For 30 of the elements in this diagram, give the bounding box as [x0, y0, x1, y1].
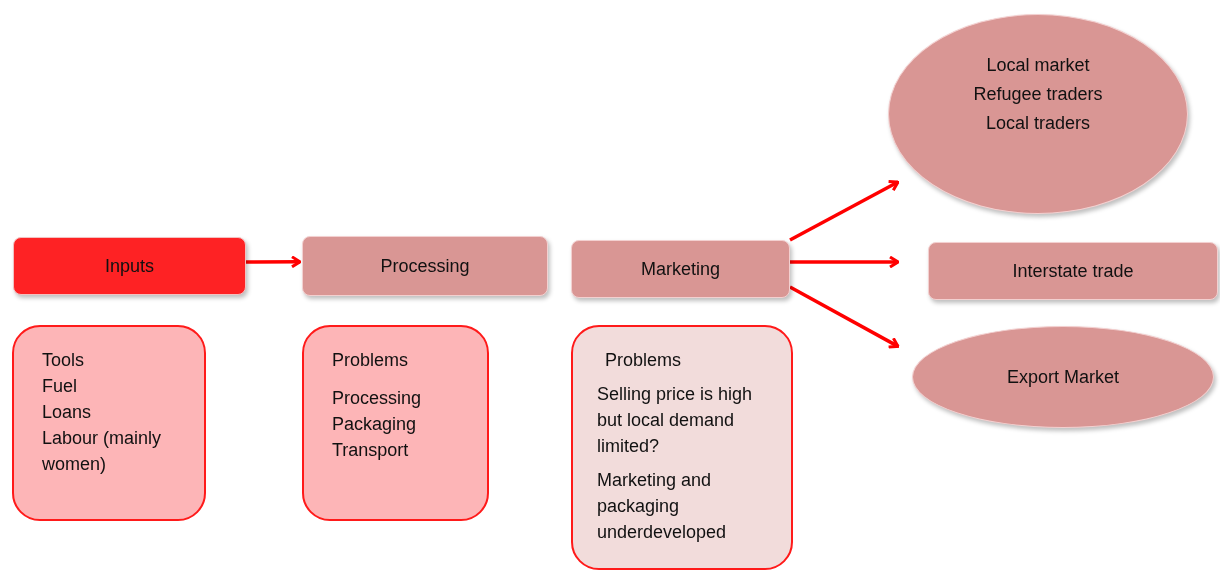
node-text: Marketing and packaging underdeveloped — [597, 469, 728, 544]
arrow — [246, 255, 302, 269]
node-text: Labour (mainly women) — [42, 427, 163, 476]
stage-box — [571, 240, 790, 298]
node-text: Transport — [332, 439, 410, 462]
stage-box — [13, 237, 246, 295]
node-text: Problems — [332, 349, 410, 372]
node-text: Problems — [605, 349, 683, 372]
node-text: Inputs — [104, 255, 154, 278]
node-text: Loans — [42, 401, 93, 424]
stage-box — [302, 236, 548, 296]
node-text: Marketing — [641, 258, 720, 281]
problems-box — [302, 325, 489, 521]
node-text: Export Market — [1006, 365, 1119, 389]
node-text: Processing — [380, 255, 470, 278]
inputs-list-box — [12, 325, 206, 521]
arrow — [790, 255, 900, 269]
node-text: Local traders — [985, 111, 1091, 135]
node-text: Tools — [42, 349, 86, 372]
node-text: Local market — [986, 53, 1090, 77]
node-text: Interstate trade — [1012, 260, 1134, 283]
node-text: Selling price is high but local demand limited? — [597, 383, 754, 458]
arrow — [789, 285, 900, 349]
problems-box — [571, 325, 793, 570]
node-text: Processing — [332, 387, 423, 410]
arrow — [789, 179, 900, 242]
node-text: Fuel — [42, 375, 78, 398]
node-text: Refugee traders — [973, 82, 1103, 106]
node-text: Packaging — [332, 413, 418, 436]
market-box — [928, 242, 1218, 300]
